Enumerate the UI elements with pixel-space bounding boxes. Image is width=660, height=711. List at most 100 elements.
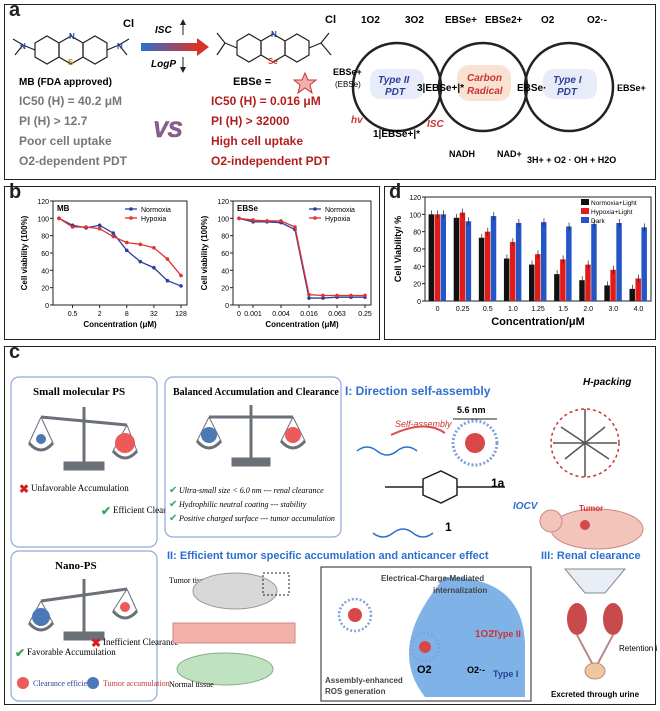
legend-label-0-1: Hypoxia — [141, 216, 166, 223]
cycle-radical: Radical — [467, 86, 503, 97]
data-point-1-1-7 — [335, 293, 339, 298]
y-tick-label-1-0: 0 — [225, 303, 229, 310]
plot-frame-1 — [232, 200, 372, 306]
bar-3-2 — [515, 223, 522, 301]
panel-d-label: d — [389, 181, 402, 203]
data-point-0-1-5 — [124, 240, 129, 245]
bar-y-tick-label-6: 120 — [409, 195, 421, 202]
bar-0-0 — [428, 214, 435, 301]
bar-6-1 — [585, 264, 591, 301]
y-tick-label-1-3: 60 — [221, 251, 229, 258]
data-point-1-1-3 — [279, 219, 283, 223]
y-tick-label-0-6: 120 — [37, 199, 49, 206]
data-point-0-0-5 — [124, 248, 129, 253]
mb-name: MB (FDA approved) — [19, 77, 112, 88]
clearance-ball-balanced — [285, 427, 301, 443]
panel-c-label: c — [9, 341, 21, 363]
bar-x-tick-label-1: 0.25 — [456, 306, 470, 313]
bar-legend-swatch-0 — [581, 199, 589, 205]
bar-6-2 — [591, 223, 597, 301]
mb-ic50: IC50 (H) = 40.2 μM — [19, 94, 122, 108]
bar-2-1 — [484, 231, 491, 301]
plot-frame-0 — [52, 200, 188, 306]
series-line-1-1 — [238, 217, 365, 297]
ebse-structure — [216, 32, 332, 63]
bar-legend-label-0: Normoxia+Light — [591, 200, 637, 207]
isc-label: ISC — [155, 25, 172, 36]
x-tick-label-0-1: 2 — [98, 311, 102, 318]
bar-7-1 — [610, 269, 616, 301]
internalization-label: internalization — [433, 586, 487, 595]
bar-0-1 — [434, 214, 441, 301]
cross-icon-2: ✖ — [91, 636, 101, 650]
bar-legend-swatch-1 — [581, 208, 589, 214]
bar-y-axis-label: Cell Viability/ % — [393, 216, 403, 282]
size-label: 5.6 nm — [457, 405, 486, 415]
y-tick-label-0-3: 60 — [41, 251, 49, 258]
normal-tissue-label: Normal tissue — [169, 680, 214, 689]
svg-text:N: N — [69, 32, 75, 41]
data-point-0-0-9 — [179, 284, 183, 288]
bar-legend-swatch-2 — [581, 217, 589, 223]
ebse-ic50: IC50 (H) = 0.016 μM — [211, 94, 321, 108]
iocv-label: IOCV — [513, 501, 539, 512]
y-tick-label-0-4: 80 — [41, 234, 49, 241]
y-tick-label-1-4: 80 — [221, 234, 229, 241]
chart-title-1: EBSe — [237, 204, 258, 213]
bar-8-1 — [635, 278, 641, 301]
x-tick-label-1-0: 0 — [237, 311, 241, 318]
check-icon-5: ✔ — [169, 513, 177, 524]
bar-y-tick-label-2: 40 — [413, 264, 421, 271]
x-axis-label-1: Concentration (μM) — [265, 320, 339, 329]
ros-label: ROS generation — [325, 687, 386, 696]
x-tick-label-0-4: 128 — [175, 311, 187, 318]
cycle-eq: 3H+ + O2 · OH + H2O — [527, 155, 616, 165]
data-point-0-0-6 — [138, 259, 143, 264]
bar-x-tick-label-6: 2.0 — [583, 306, 593, 313]
logp-label: LogP — [151, 59, 176, 70]
data-point-1-1-5 — [307, 292, 311, 297]
type1-label: Type I — [493, 669, 518, 679]
legend-label-1-0: Normoxia — [325, 207, 355, 214]
x-tick-label-1-1: 0.001 — [244, 311, 262, 318]
assembly-arrow — [390, 425, 446, 436]
inefficient-label: Inefficient Clearance — [103, 637, 179, 647]
data-point-0-1-3 — [97, 226, 102, 231]
balance-icon-2 — [27, 579, 139, 641]
bar-2-0 — [478, 237, 485, 301]
cycle-triplet: 3|EBSe+|* — [417, 83, 464, 94]
x-tick-label-1-5: 0.25 — [358, 311, 372, 318]
ebse-uptake: High cell uptake — [211, 134, 303, 148]
y-tick-label-1-2: 40 — [221, 268, 229, 275]
y-axis-label-1: Cell viability (100%) — [200, 215, 209, 290]
x-tick-label-0-0: 0.5 — [68, 311, 78, 318]
bar-x-tick-label-2: 0.5 — [483, 306, 493, 313]
type2-bg — [370, 69, 424, 99]
assembly-enhanced-label: Assembly-enhanced — [325, 676, 403, 685]
chart-title-0: MB — [57, 204, 70, 213]
bar-4-0 — [529, 264, 535, 301]
bar-5-0 — [554, 274, 560, 301]
favorable-label: Favorable Accumulation — [27, 647, 116, 657]
balance-icon-3 — [195, 405, 307, 467]
mb-cl: Cl — [123, 18, 134, 30]
data-point-0-1-2 — [84, 225, 88, 229]
check-1-text: Ultra-small size < 6.0 nm --- renal clea… — [179, 486, 324, 495]
cycle-nad: NAD+ — [497, 149, 522, 159]
cycle-isc: ISC — [427, 119, 444, 130]
bar-x-tick-label-3: 1.0 — [508, 306, 518, 313]
series-line-0-1 — [58, 217, 182, 276]
data-point-1-1-9 — [363, 293, 367, 298]
svg-text:S: S — [68, 58, 74, 67]
cross-icon-1: ✖ — [19, 482, 29, 496]
bar-y-tick-label-5: 100 — [409, 212, 421, 219]
ebse-pi: PI (H) > 32000 — [211, 114, 290, 128]
y-tick-label-0-2: 40 — [41, 268, 49, 275]
data-point-0-0-3 — [97, 223, 102, 228]
electrical-label: Electrical-Charge-Mediated — [381, 574, 484, 583]
bar-legend-label-2: Dark — [591, 218, 605, 225]
tumor-label: Tumor — [579, 504, 603, 513]
tissue-illustration — [172, 572, 296, 686]
